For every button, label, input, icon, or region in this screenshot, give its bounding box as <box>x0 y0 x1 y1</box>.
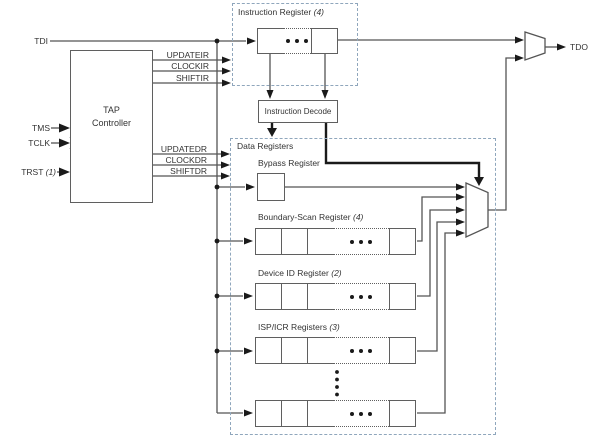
ellipsis-dots <box>333 284 389 309</box>
clockdr-label: CLOCKDR <box>165 155 207 165</box>
boundary-scan-register-cells <box>255 228 416 255</box>
trst-note: (1) <box>45 167 56 177</box>
register-cell <box>307 337 334 364</box>
ispicr-out-wire <box>417 221 456 352</box>
tdo-label: TDO <box>570 42 588 52</box>
register-cell <box>389 283 416 310</box>
instruction-decode-label: Instruction Decode <box>264 107 332 116</box>
boundary-scan-note: (4) <box>352 212 364 222</box>
dr-mux-out-wire <box>488 57 515 211</box>
register-cell <box>255 337 282 364</box>
register-cell <box>311 28 338 54</box>
updatedr-label: UPDATEDR <box>160 144 207 154</box>
register-cell <box>307 283 334 310</box>
more-registers-ellipsis <box>335 370 339 397</box>
register-cell <box>281 337 308 364</box>
device-id-register-label: Device ID Register (2) <box>258 268 342 278</box>
register-continuation <box>333 283 389 310</box>
bottom-out-wire <box>417 232 456 414</box>
device-id-text: Device ID Register <box>258 268 329 278</box>
register-continuation <box>333 400 389 427</box>
boundary-scan-register-label: Boundary-Scan Register (4) <box>258 212 363 222</box>
boundary-out-wire <box>417 196 456 242</box>
register-cell <box>255 400 282 427</box>
register-cell <box>255 283 282 310</box>
register-cell <box>389 228 416 255</box>
decode-mux-select-wire <box>324 123 481 177</box>
tdo-mux <box>524 31 546 61</box>
bypass-register-cell <box>257 173 285 201</box>
register-continuation <box>333 337 389 364</box>
clockir-label: CLOCKIR <box>171 61 209 71</box>
isp-icr-text: ISP/ICR Registers <box>258 322 327 332</box>
updateir-label: UPDATEIR <box>166 50 209 60</box>
ellipsis-dots <box>333 338 389 363</box>
instruction-register-note: (4) <box>313 7 324 17</box>
register-cell <box>255 228 282 255</box>
tms-label: TMS <box>32 123 50 133</box>
boundary-scan-text: Boundary-Scan Register <box>258 212 351 222</box>
instruction-register-group <box>232 3 358 86</box>
trst-text: TRST <box>21 167 44 177</box>
register-cell <box>257 28 284 54</box>
instruction-decode-box: Instruction Decode <box>258 100 338 123</box>
register-continuation <box>333 228 389 255</box>
tclk-label: TCLK <box>28 138 50 148</box>
data-registers-group <box>230 138 496 435</box>
isp-icr-register-cells <box>255 337 416 364</box>
register-cell <box>281 228 308 255</box>
deviceid-out-wire <box>417 209 456 297</box>
instruction-register-label: Instruction Register (4) <box>238 7 324 17</box>
tap-line2: Controller <box>91 118 131 128</box>
device-id-register-cells <box>255 283 416 310</box>
tdi-label: TDI <box>34 36 48 46</box>
register-cell <box>281 283 308 310</box>
junction-dots <box>214 38 220 354</box>
trst-label: TRST (1) <box>0 167 56 177</box>
shiftir-label: SHIFTIR <box>175 73 209 83</box>
register-cell <box>389 400 416 427</box>
isp-icr-note: (3) <box>329 322 340 332</box>
data-registers-label: Data Registers <box>237 141 294 151</box>
isp-icr-registers-label: ISP/ICR Registers (3) <box>258 322 340 332</box>
instruction-register-cells <box>257 28 338 54</box>
ellipsis-dots <box>333 401 389 426</box>
tap-line1: TAP <box>103 105 120 115</box>
instruction-register-text: Instruction Register <box>238 7 312 17</box>
data-register-mux <box>465 182 489 239</box>
register-cell <box>307 228 334 255</box>
additional-register-cells <box>255 400 416 427</box>
register-continuation <box>283 28 311 54</box>
ellipsis-dots <box>283 29 311 53</box>
shiftdr-label: SHIFTDR <box>170 166 207 176</box>
register-cell <box>307 400 334 427</box>
ellipsis-dots <box>333 229 389 254</box>
register-cell <box>389 337 416 364</box>
arrowheads <box>59 36 566 417</box>
device-id-note: (2) <box>331 268 342 278</box>
bypass-register-label: Bypass Register <box>258 158 320 168</box>
register-cell <box>281 400 308 427</box>
tap-controller-box <box>70 50 153 203</box>
tap-controller-label: TAP Controller <box>70 104 153 130</box>
